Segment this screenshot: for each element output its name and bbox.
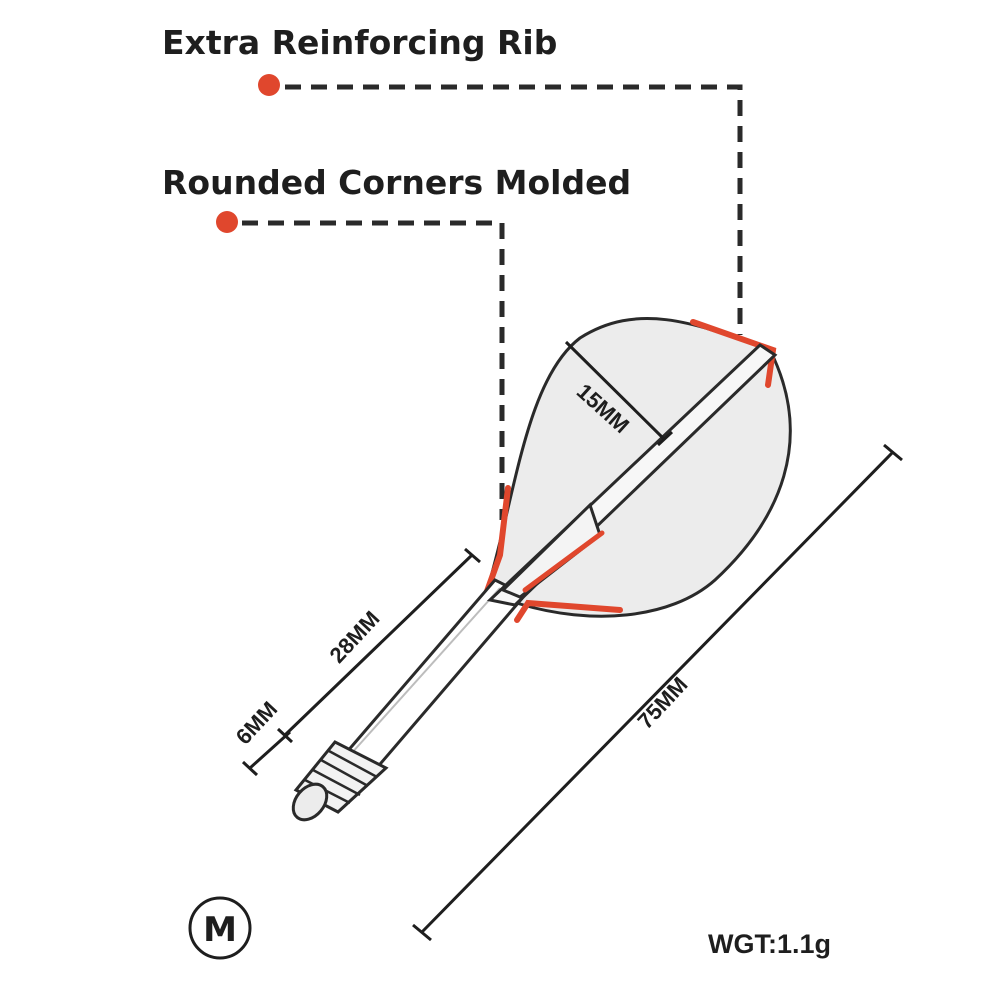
dimension-tick-28mm-top [464,547,481,564]
rounded-corner-bottom [514,599,623,623]
reinforcing-rib-highlight [522,530,605,593]
dimension-tick-75mm-bottom [412,923,432,942]
thread-section [291,740,389,822]
callout-rounded-corners-molded: Rounded Corners Molded [162,163,631,202]
dimension-line-75mm [420,450,895,934]
dimension-line-6mm [248,730,292,770]
size-badge: M [188,896,252,960]
dimension-line-15mm [564,340,667,442]
dimension-tick-6mm-bottom [241,760,259,777]
dimension-tick-15mm-end [656,430,674,447]
leader-line-rib [285,84,743,335]
weight-label: WGT:1.1g [708,929,831,959]
stem-highlight [349,587,501,756]
rounded-corner-bottom-left [483,485,511,597]
callout-extra-reinforcing-rib: Extra Reinforcing Rib [162,23,557,62]
leader-line-corners [242,220,505,520]
dimension-line-28mm [283,553,474,737]
dimension-tick-75mm-top [883,443,903,462]
size-badge-ring [188,896,252,960]
size-badge-letter: M [203,910,237,950]
dimension-label-6mm: 6MM [231,696,283,749]
dimension-label-28mm: 28MM [325,606,385,668]
callout-dot-rib [258,74,280,96]
dimension-label-75mm: 75MM [633,672,693,734]
callout-dot-corners [216,211,238,233]
rounded-corner-top [690,319,777,388]
